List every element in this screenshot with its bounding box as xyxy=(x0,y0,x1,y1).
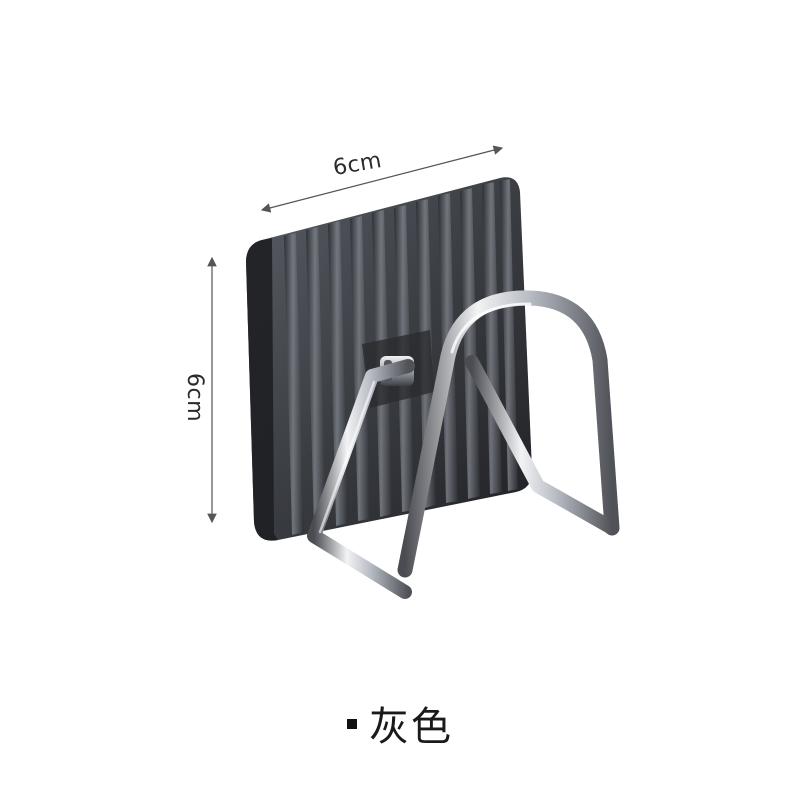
wire-arch xyxy=(397,290,620,578)
panel-edge xyxy=(246,238,278,541)
square-bullet-icon xyxy=(347,719,357,729)
width-dimension-line xyxy=(260,145,504,213)
color-name: 灰色 xyxy=(369,704,453,750)
color-caption: 灰色 xyxy=(0,694,800,752)
wire-right-leg xyxy=(465,355,619,535)
wire-left-leg xyxy=(307,359,415,599)
height-label: 6cm xyxy=(182,372,208,423)
